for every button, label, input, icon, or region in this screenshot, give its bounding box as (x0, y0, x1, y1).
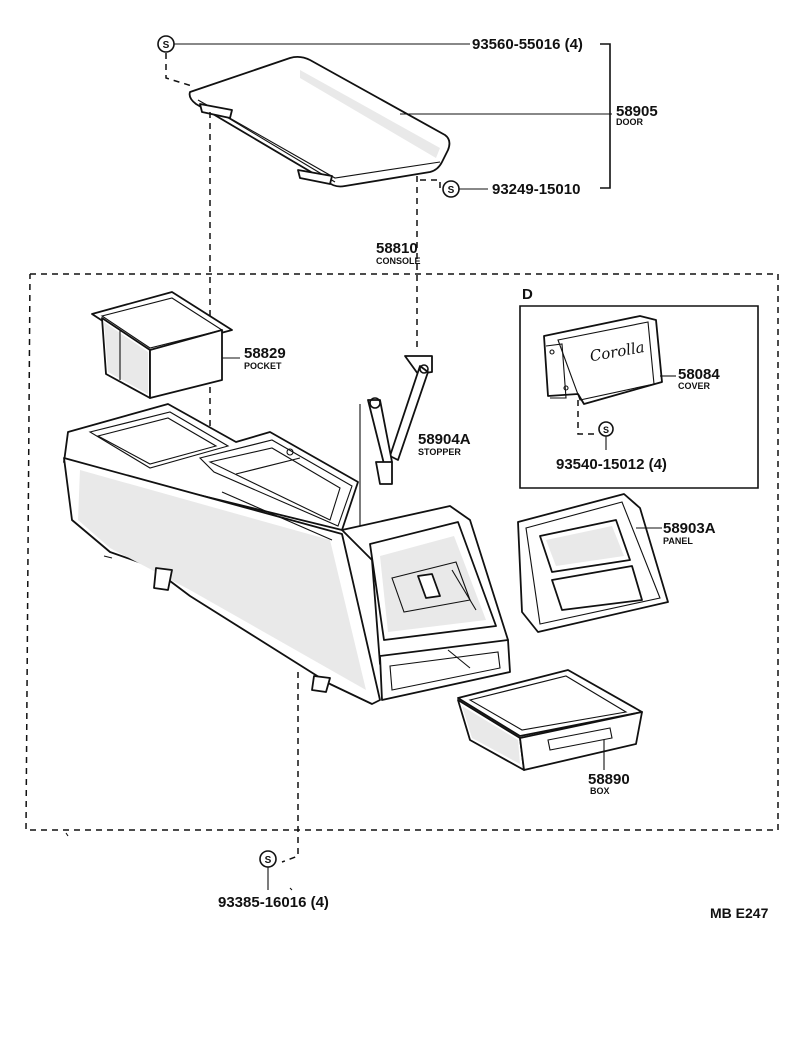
console-frame (25, 273, 779, 831)
screw-door-top-number: 93560-55016 (4) (472, 36, 583, 53)
screw-cover[interactable]: S (598, 421, 614, 437)
stopper-name: STOPPER (418, 447, 461, 457)
screw-console-number: 93385-16016 (4) (218, 894, 329, 911)
panel-number: 58903A (663, 520, 716, 537)
screw-door-top[interactable]: S (157, 35, 175, 53)
diagram-code: MB E247 (710, 905, 769, 921)
cover-number: 58084 (678, 366, 720, 383)
stopper-part[interactable] (367, 355, 433, 485)
screw-console[interactable]: S (259, 850, 277, 868)
door-part[interactable] (188, 55, 451, 188)
cover-name: COVER (678, 381, 711, 391)
panel-name: PANEL (663, 536, 693, 546)
inset-label: D (522, 286, 533, 303)
screw-door-hinge[interactable]: S (442, 180, 460, 198)
svg-text:S: S (163, 40, 170, 51)
pocket-name: POCKET (244, 361, 282, 371)
door-number: 58905 (616, 103, 658, 120)
panel-part[interactable] (517, 493, 669, 633)
stopper-number: 58904A (418, 431, 471, 448)
console-number: 58810 (376, 240, 418, 257)
inset-box: D (519, 286, 759, 489)
screw-cover-number: 93540-15012 (4) (556, 456, 667, 473)
pocket-number: 58829 (244, 345, 286, 362)
svg-text:S: S (603, 425, 609, 435)
cover-part[interactable]: Corolla (543, 315, 663, 405)
screw-door-hinge-number: 93249-15010 (492, 181, 580, 198)
box-name: BOX (590, 786, 610, 796)
svg-text:S: S (265, 855, 272, 866)
console-name: CONSOLE (376, 256, 421, 266)
box-part[interactable] (457, 669, 643, 771)
console-body[interactable] (63, 403, 511, 705)
svg-text:S: S (448, 185, 455, 196)
box-number: 58890 (588, 771, 630, 788)
door-name: DOOR (616, 117, 644, 127)
pocket-part[interactable] (91, 291, 233, 399)
